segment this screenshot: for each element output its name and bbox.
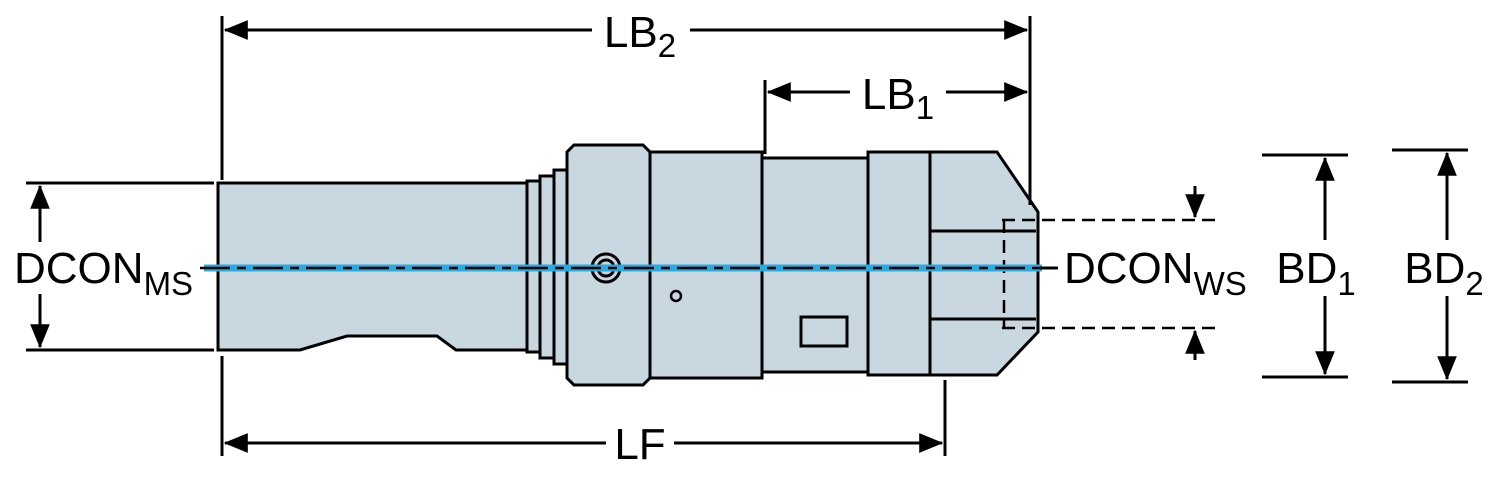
- pin-hole: [669, 289, 683, 303]
- label-lf: LF: [614, 420, 665, 469]
- dimension-lb1: LB1: [763, 70, 1029, 154]
- dimension-lb2: LB2: [220, 8, 1032, 205]
- dimension-bd1: BD1: [1262, 153, 1356, 379]
- label-bd1: BD1: [1276, 244, 1355, 302]
- label-lb2: LB2: [604, 8, 676, 64]
- label-bd2: BD2: [1404, 244, 1483, 302]
- label-dcon-ws: DCONWS: [1064, 244, 1247, 302]
- tool-body: [216, 143, 1215, 387]
- dimension-bd2: BD2: [1392, 148, 1484, 384]
- label-lb1: LB1: [862, 70, 934, 126]
- dimension-dcon-ws: DCONWS: [1040, 186, 1247, 360]
- dimension-lf: LF: [220, 356, 947, 469]
- nut-outline: [866, 150, 1040, 377]
- dimension-dcon-ms: DCONMS: [14, 181, 214, 352]
- clamp-slot: [799, 315, 849, 348]
- label-dcon-ms: DCONMS: [14, 244, 193, 302]
